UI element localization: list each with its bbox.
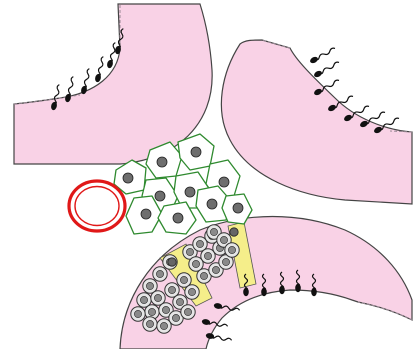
leydig-cell-3: [178, 134, 214, 170]
blood-vessel: [69, 181, 125, 231]
germ-cell-28: [131, 307, 145, 321]
germ-cell-26: [143, 317, 157, 331]
tubule-top-right-wall: [221, 40, 412, 204]
germ-cell-27: [157, 319, 171, 333]
germ-cell-2: [153, 267, 167, 281]
germ-cell-11: [185, 285, 199, 299]
sperm-tl-5: [106, 43, 115, 69]
tubule-top-right: [221, 40, 412, 204]
sperm-tr-2: [313, 62, 339, 78]
tubule-bottom: [120, 217, 412, 349]
sperm-tl-4: [94, 57, 103, 83]
sertoli-nucleus-2: [230, 228, 238, 236]
sperm-tr-1: [309, 48, 335, 64]
germ-cell-13: [181, 305, 195, 319]
germ-cell-25: [225, 243, 239, 257]
sertoli-nucleus-1: [168, 258, 176, 266]
